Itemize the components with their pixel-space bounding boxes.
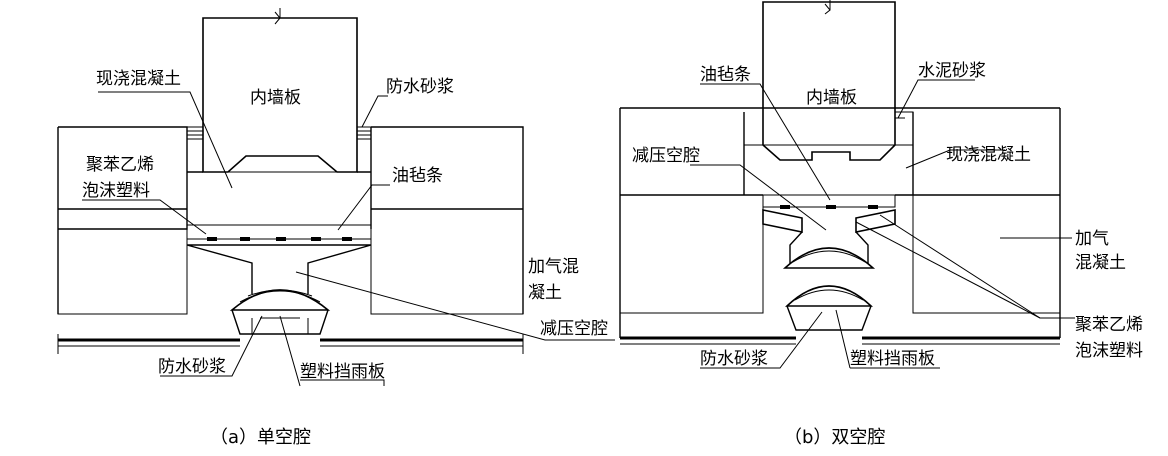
label-aerated-a-line2: 凝土 <box>528 283 562 303</box>
diagram-a <box>57 8 615 387</box>
aerated-concrete-right-b <box>912 194 1061 314</box>
label-decompression-cavity-a: 减压空腔 <box>540 319 608 339</box>
aerated-concrete-right-a <box>370 208 524 315</box>
decompression-cavity-b <box>789 231 869 265</box>
felt-strip-a <box>186 224 372 240</box>
label-rain-baffle-a: 塑料挡雨板 <box>300 362 385 382</box>
label-cast-concrete-a: 现浇混凝土 <box>96 69 181 89</box>
eps-left-b <box>762 209 803 233</box>
label-eps-b-line1: 聚苯乙烯 <box>1075 315 1143 335</box>
label-eps-a-line1: 聚苯乙烯 <box>86 155 154 175</box>
label-felt-strip-b: 油毡条 <box>700 65 751 85</box>
rain-baffle-a <box>229 289 331 311</box>
caption-a: （a）单空腔 <box>210 427 311 448</box>
decompression-cavity-a <box>186 244 372 294</box>
label-waterproof-mortar-top-a: 防水砂浆 <box>386 77 454 97</box>
label-cast-concrete-b: 现浇混凝土 <box>946 145 1031 165</box>
caption-b: （b）双空腔 <box>784 427 885 448</box>
cast-concrete-a <box>186 171 372 226</box>
label-rain-baffle-b: 塑料挡雨板 <box>850 349 935 369</box>
label-eps-b-line2: 泡沫塑料 <box>1075 341 1143 361</box>
waterproof-mortar-top-a <box>187 126 371 140</box>
rain-baffle-lower-b <box>784 285 874 307</box>
label-inner-wall-a: 内墙板 <box>250 88 301 108</box>
aerated-concrete-left-a <box>57 208 188 315</box>
label-decompression-cavity-b: 减压空腔 <box>632 146 700 166</box>
break-mark-a <box>274 8 281 25</box>
label-aerated-b-line1: 加气 <box>1075 229 1109 249</box>
label-aerated-b-line2: 混凝土 <box>1075 253 1126 273</box>
label-cement-mortar-b: 水泥砂浆 <box>918 61 986 81</box>
label-inner-wall-b: 内墙板 <box>806 88 857 108</box>
label-waterproof-mortar-bottom-a: 防水砂浆 <box>158 357 226 377</box>
rain-baffle-upper-b <box>782 247 876 269</box>
label-eps-a-line2: 泡沫塑料 <box>82 181 150 201</box>
inner-wall-panel-b <box>762 1 896 161</box>
label-aerated-a-line1: 加气混 <box>528 257 579 277</box>
label-felt-strip-a: 油毡条 <box>392 166 443 186</box>
label-waterproof-mortar-b: 防水砂浆 <box>700 349 768 369</box>
aerated-concrete-left-b <box>619 194 764 314</box>
diagram-b <box>619 0 1075 369</box>
